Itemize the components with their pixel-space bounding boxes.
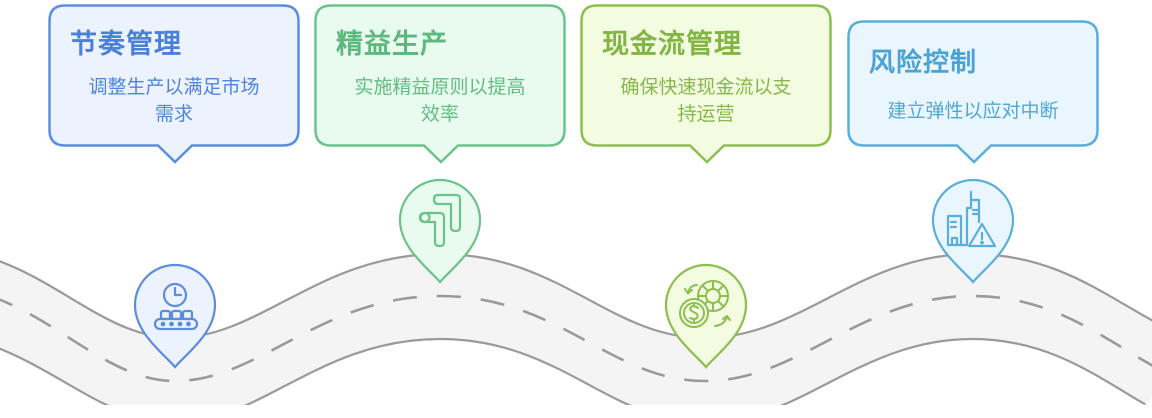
description-line: 实施精益原则以提高 — [354, 76, 526, 98]
milestone-title: 精益生产 — [336, 29, 448, 60]
milestone-pin-rhythm — [133, 263, 217, 369]
callout-bubble — [847, 20, 1099, 164]
road-center-dashes — [0, 294, 1152, 383]
milestone-pin-risk — [931, 178, 1015, 284]
milestone-card-risk: 风险控制 建立弹性以应对中断 — [847, 20, 1099, 165]
description-line: 调整生产以满足市场 — [88, 76, 260, 98]
milestone-description: 确保快速现金流以支 持运营 — [590, 74, 822, 128]
milestone-card-lean: 精益生产 实施精益原则以提高 效率 — [314, 4, 566, 166]
milestone-description: 调整生产以满足市场 需求 — [58, 74, 290, 128]
milestone-pin-cashflow — [664, 263, 748, 369]
description-line: 效率 — [420, 103, 459, 125]
building-warning-icon — [946, 190, 997, 248]
milestone-title: 节奏管理 — [70, 29, 182, 60]
description-line: 需求 — [154, 103, 193, 125]
description-line: 持运营 — [677, 103, 735, 125]
lean-arrows-icon — [418, 193, 462, 248]
milestone-title: 现金流管理 — [602, 29, 742, 60]
cash-flow-coins-icon — [679, 280, 731, 328]
milestone-pin-lean — [398, 178, 482, 284]
milestone-description: 建立弹性以应对中断 — [857, 98, 1089, 125]
callout-bubble — [48, 4, 300, 164]
description-line: 确保快速现金流以支 — [620, 76, 792, 98]
description-line: 建立弹性以应对中断 — [887, 100, 1059, 122]
milestone-title: 风险控制 — [869, 48, 978, 78]
clock-conveyor-icon — [153, 282, 199, 331]
milestone-description: 实施精益原则以提高 效率 — [324, 74, 556, 128]
callout-bubble — [580, 4, 832, 164]
road-surface — [0, 254, 1152, 405]
road-bottom-edge — [0, 337, 1149, 405]
milestone-card-cashflow: 现金流管理 确保快速现金流以支 持运营 — [580, 4, 832, 166]
milestone-card-rhythm: 节奏管理 调整生产以满足市场 需求 — [48, 4, 300, 166]
callout-bubble — [314, 4, 566, 164]
